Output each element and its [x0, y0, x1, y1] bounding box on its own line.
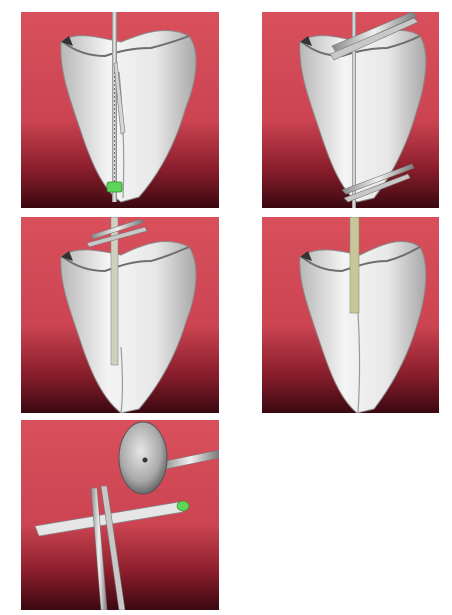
illustration-cutting-disc: [21, 420, 219, 610]
seated-post: [350, 217, 359, 313]
illustration-post-with-pliers: [21, 217, 219, 413]
disc-center: [143, 458, 148, 463]
panel-step-1: [21, 12, 219, 208]
illustration-seated-post: [262, 217, 439, 413]
green-stopper: [177, 501, 189, 511]
panel-step-5: [21, 420, 219, 610]
illustration-file-with-pliers: [262, 12, 439, 208]
green-stopper: [107, 182, 122, 192]
panel-step-2: [262, 12, 439, 208]
panel-step-3: [21, 217, 219, 413]
panel-step-4: [262, 217, 439, 413]
illustration-file-with-stopper: [21, 12, 219, 208]
cutting-disc: [119, 422, 167, 494]
